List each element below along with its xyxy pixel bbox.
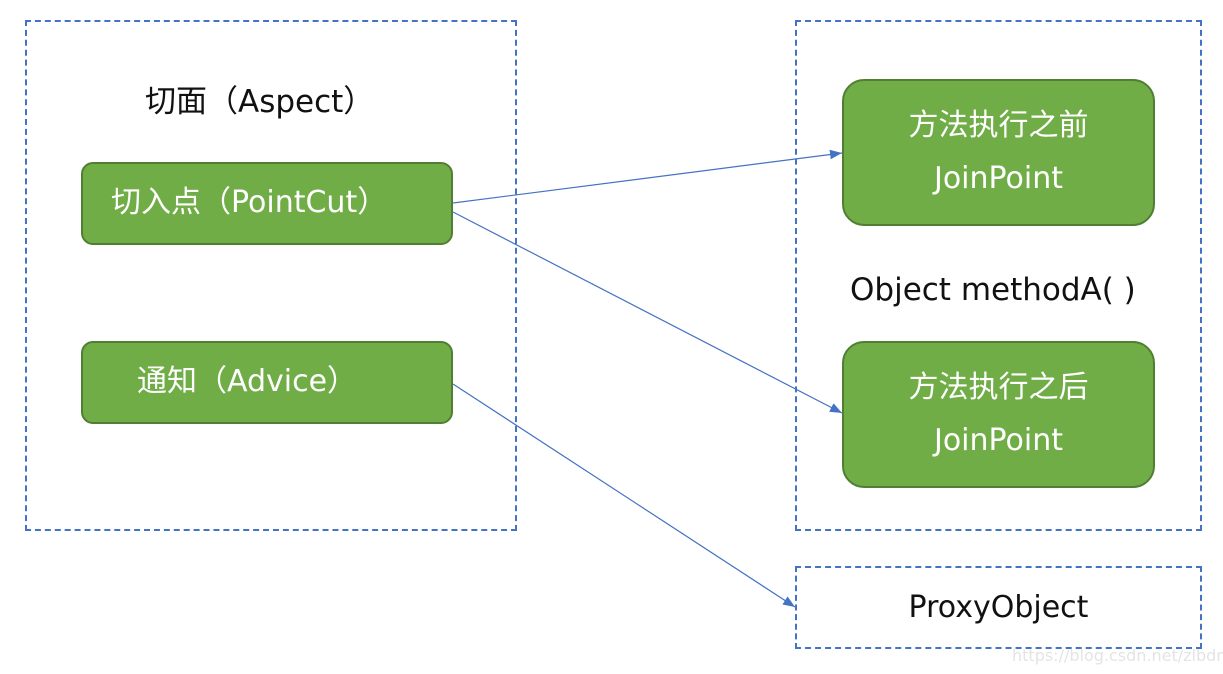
advice-label: 通知（Advice）	[136, 364, 358, 400]
proxy-container: ProxyObject	[795, 566, 1202, 649]
aspect-title: 切面（Aspect）	[145, 84, 375, 120]
object-container	[795, 20, 1202, 531]
pointcut-box: 切入点（PointCut）	[81, 162, 453, 245]
arrow-advice-proxy	[452, 383, 796, 608]
after-line2: JoinPoint	[933, 422, 1064, 458]
advice-box: 通知（Advice）	[81, 341, 453, 424]
pointcut-label: 切入点（PointCut）	[111, 185, 388, 221]
before-line1: 方法执行之前	[908, 108, 1089, 143]
before-line2: JoinPoint	[933, 160, 1064, 196]
arrow-pointcut-after	[452, 211, 843, 414]
arrow-pointcut-before	[452, 149, 843, 204]
after-line1: 方法执行之后	[908, 370, 1089, 405]
watermark: https://blog.csdn.net/zlbdmm	[1012, 646, 1223, 665]
after-joinpoint-box: 方法执行之后 JoinPoint	[842, 341, 1155, 488]
proxy-label: ProxyObject	[908, 590, 1089, 625]
before-joinpoint-box: 方法执行之前 JoinPoint	[842, 79, 1155, 226]
aspect-container	[25, 20, 517, 531]
object-title: Object methodA( )	[850, 272, 1136, 308]
